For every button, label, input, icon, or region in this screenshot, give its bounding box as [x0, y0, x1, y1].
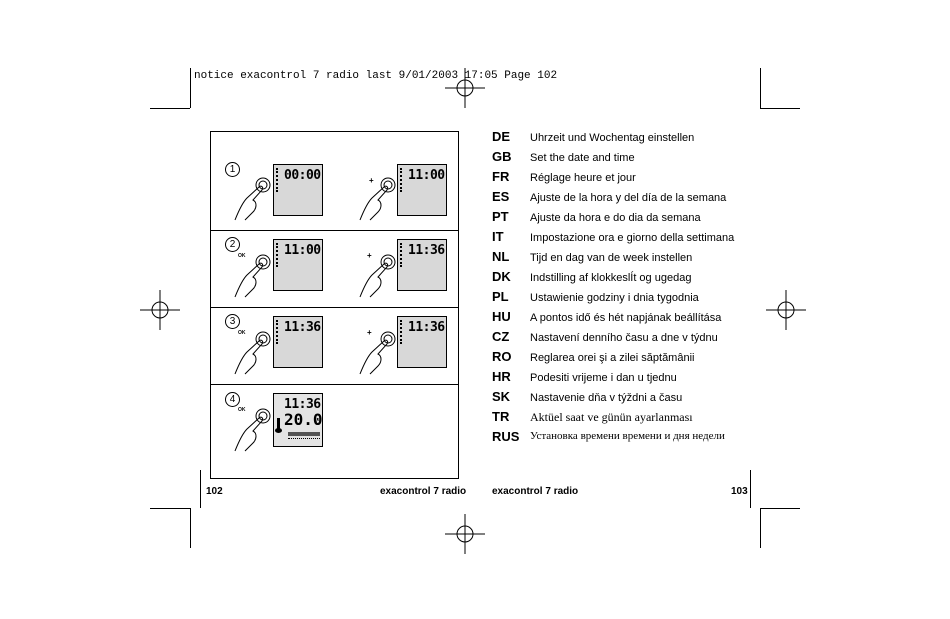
language-text: Nastavenie dňa v týždni a času — [530, 392, 683, 404]
left-footer-title: exacontrol 7 radio — [380, 486, 467, 497]
program-bar — [288, 432, 320, 436]
lcd-display: 11:36 — [273, 316, 323, 368]
instruction-panel: 1 00:00 + 11:00 2 OK 11:00 — [210, 131, 459, 479]
key-label: + — [367, 328, 372, 337]
language-code: CZ — [492, 329, 510, 344]
lcd-time: 11:00 — [408, 168, 445, 183]
language-text: Podesiti vrijeme i dan u tjednu — [530, 372, 677, 384]
weekday-indicator — [400, 320, 406, 344]
lcd-time: 11:36 — [284, 397, 321, 412]
weekday-indicator — [400, 168, 406, 192]
hand-pressing-button-icon — [234, 177, 271, 221]
language-code: GB — [492, 149, 512, 164]
hour-scale — [288, 438, 320, 442]
hand-pressing-button-icon — [234, 331, 271, 375]
lcd-display: 00:00 — [273, 164, 323, 216]
step-number: 3 — [225, 314, 240, 329]
hand-pressing-button-icon — [234, 254, 271, 298]
language-code: NL — [492, 249, 510, 264]
language-text: Ajuste de la hora y del día de la semana — [530, 192, 727, 204]
hand-pressing-button-icon — [234, 408, 271, 452]
language-text: Set the date and time — [530, 152, 635, 164]
registration-mark-left — [140, 290, 180, 330]
language-code: TR — [492, 409, 510, 424]
hand-pressing-button-icon — [359, 254, 396, 298]
lcd-time: 11:36 — [284, 320, 321, 335]
key-label: + — [367, 251, 372, 260]
weekday-indicator — [276, 168, 282, 192]
right-page-number: 103 — [731, 486, 748, 497]
language-code: SK — [492, 389, 511, 404]
key-label: OK — [238, 407, 246, 413]
language-text: Установка времени времени и дня недели — [530, 430, 725, 442]
thermometer-icon — [275, 418, 282, 433]
hand-pressing-button-icon — [359, 177, 396, 221]
language-text: Impostazione ora e giorno della settiman… — [530, 232, 735, 244]
language-code: PL — [492, 289, 509, 304]
language-code: HU — [492, 309, 511, 324]
weekday-indicator — [276, 320, 282, 344]
language-code: DK — [492, 269, 511, 284]
lcd-time: 00:00 — [284, 168, 321, 183]
language-code: IT — [492, 229, 504, 244]
key-label: OK — [238, 330, 246, 336]
weekday-indicator — [276, 243, 282, 267]
temperature-unit: °C — [314, 420, 320, 426]
language-code: DE — [492, 129, 511, 144]
language-text: Tijd en dag van de week instellen — [530, 252, 693, 264]
lcd-display: 11:36 20.0 °C — [273, 393, 323, 447]
step-row-3: 3 OK 11:36 + 11:36 — [211, 308, 458, 385]
lcd-time: 11:36 — [408, 243, 445, 258]
lcd-temperature: 20.0 — [284, 410, 323, 429]
key-label: + — [369, 176, 374, 185]
left-page-number: 102 — [206, 486, 223, 497]
language-text: Ajuste da hora e do dia da semana — [530, 212, 701, 224]
lcd-time: 11:36 — [408, 320, 445, 335]
lcd-time: 11:00 — [284, 243, 321, 258]
key-label: OK — [238, 253, 246, 259]
right-footer-title: exacontrol 7 radio — [492, 486, 579, 497]
registration-mark-bottom — [445, 514, 485, 554]
language-text: Indstilling af klokkeslÍt og ugedag — [530, 272, 692, 284]
language-text: Ustawienie godziny i dnia tygodnia — [530, 292, 699, 304]
language-text: A pontos idő és hét napjának beállítása — [530, 312, 722, 324]
lcd-display: 11:36 — [397, 239, 447, 291]
step-number: 1 — [225, 162, 240, 177]
step-row-1: 1 00:00 + 11:00 — [211, 132, 458, 231]
language-text: Reglarea orei şi a zilei săptămânii — [530, 352, 695, 364]
print-header: notice exacontrol 7 radio last 9/01/2003… — [194, 70, 558, 82]
language-text: Réglage heure et jour — [530, 172, 636, 184]
language-text: Aktüel saat ve günün ayarlanması — [530, 410, 693, 424]
registration-mark-top — [445, 68, 485, 108]
language-text: Uhrzeit und Wochentag einstellen — [530, 132, 695, 144]
language-code: HR — [492, 369, 511, 384]
weekday-indicator — [400, 243, 406, 267]
lcd-display: 11:36 — [397, 316, 447, 368]
hand-pressing-button-icon — [359, 331, 396, 375]
language-code: ES — [492, 189, 510, 204]
step-number: 4 — [225, 392, 240, 407]
language-code: FR — [492, 169, 510, 184]
language-code: RUS — [492, 429, 520, 444]
step-row-2: 2 OK 11:00 + 11:36 — [211, 231, 458, 308]
lcd-display: 11:00 — [397, 164, 447, 216]
step-number: 2 — [225, 237, 240, 252]
lcd-display: 11:00 — [273, 239, 323, 291]
registration-mark-right — [766, 290, 806, 330]
language-code: PT — [492, 209, 509, 224]
step-row-4: 4 OK 11:36 20.0 °C — [211, 385, 458, 478]
language-code: RO — [492, 349, 512, 364]
language-text: Nastavení denního času a dne v týdnu — [530, 332, 718, 344]
